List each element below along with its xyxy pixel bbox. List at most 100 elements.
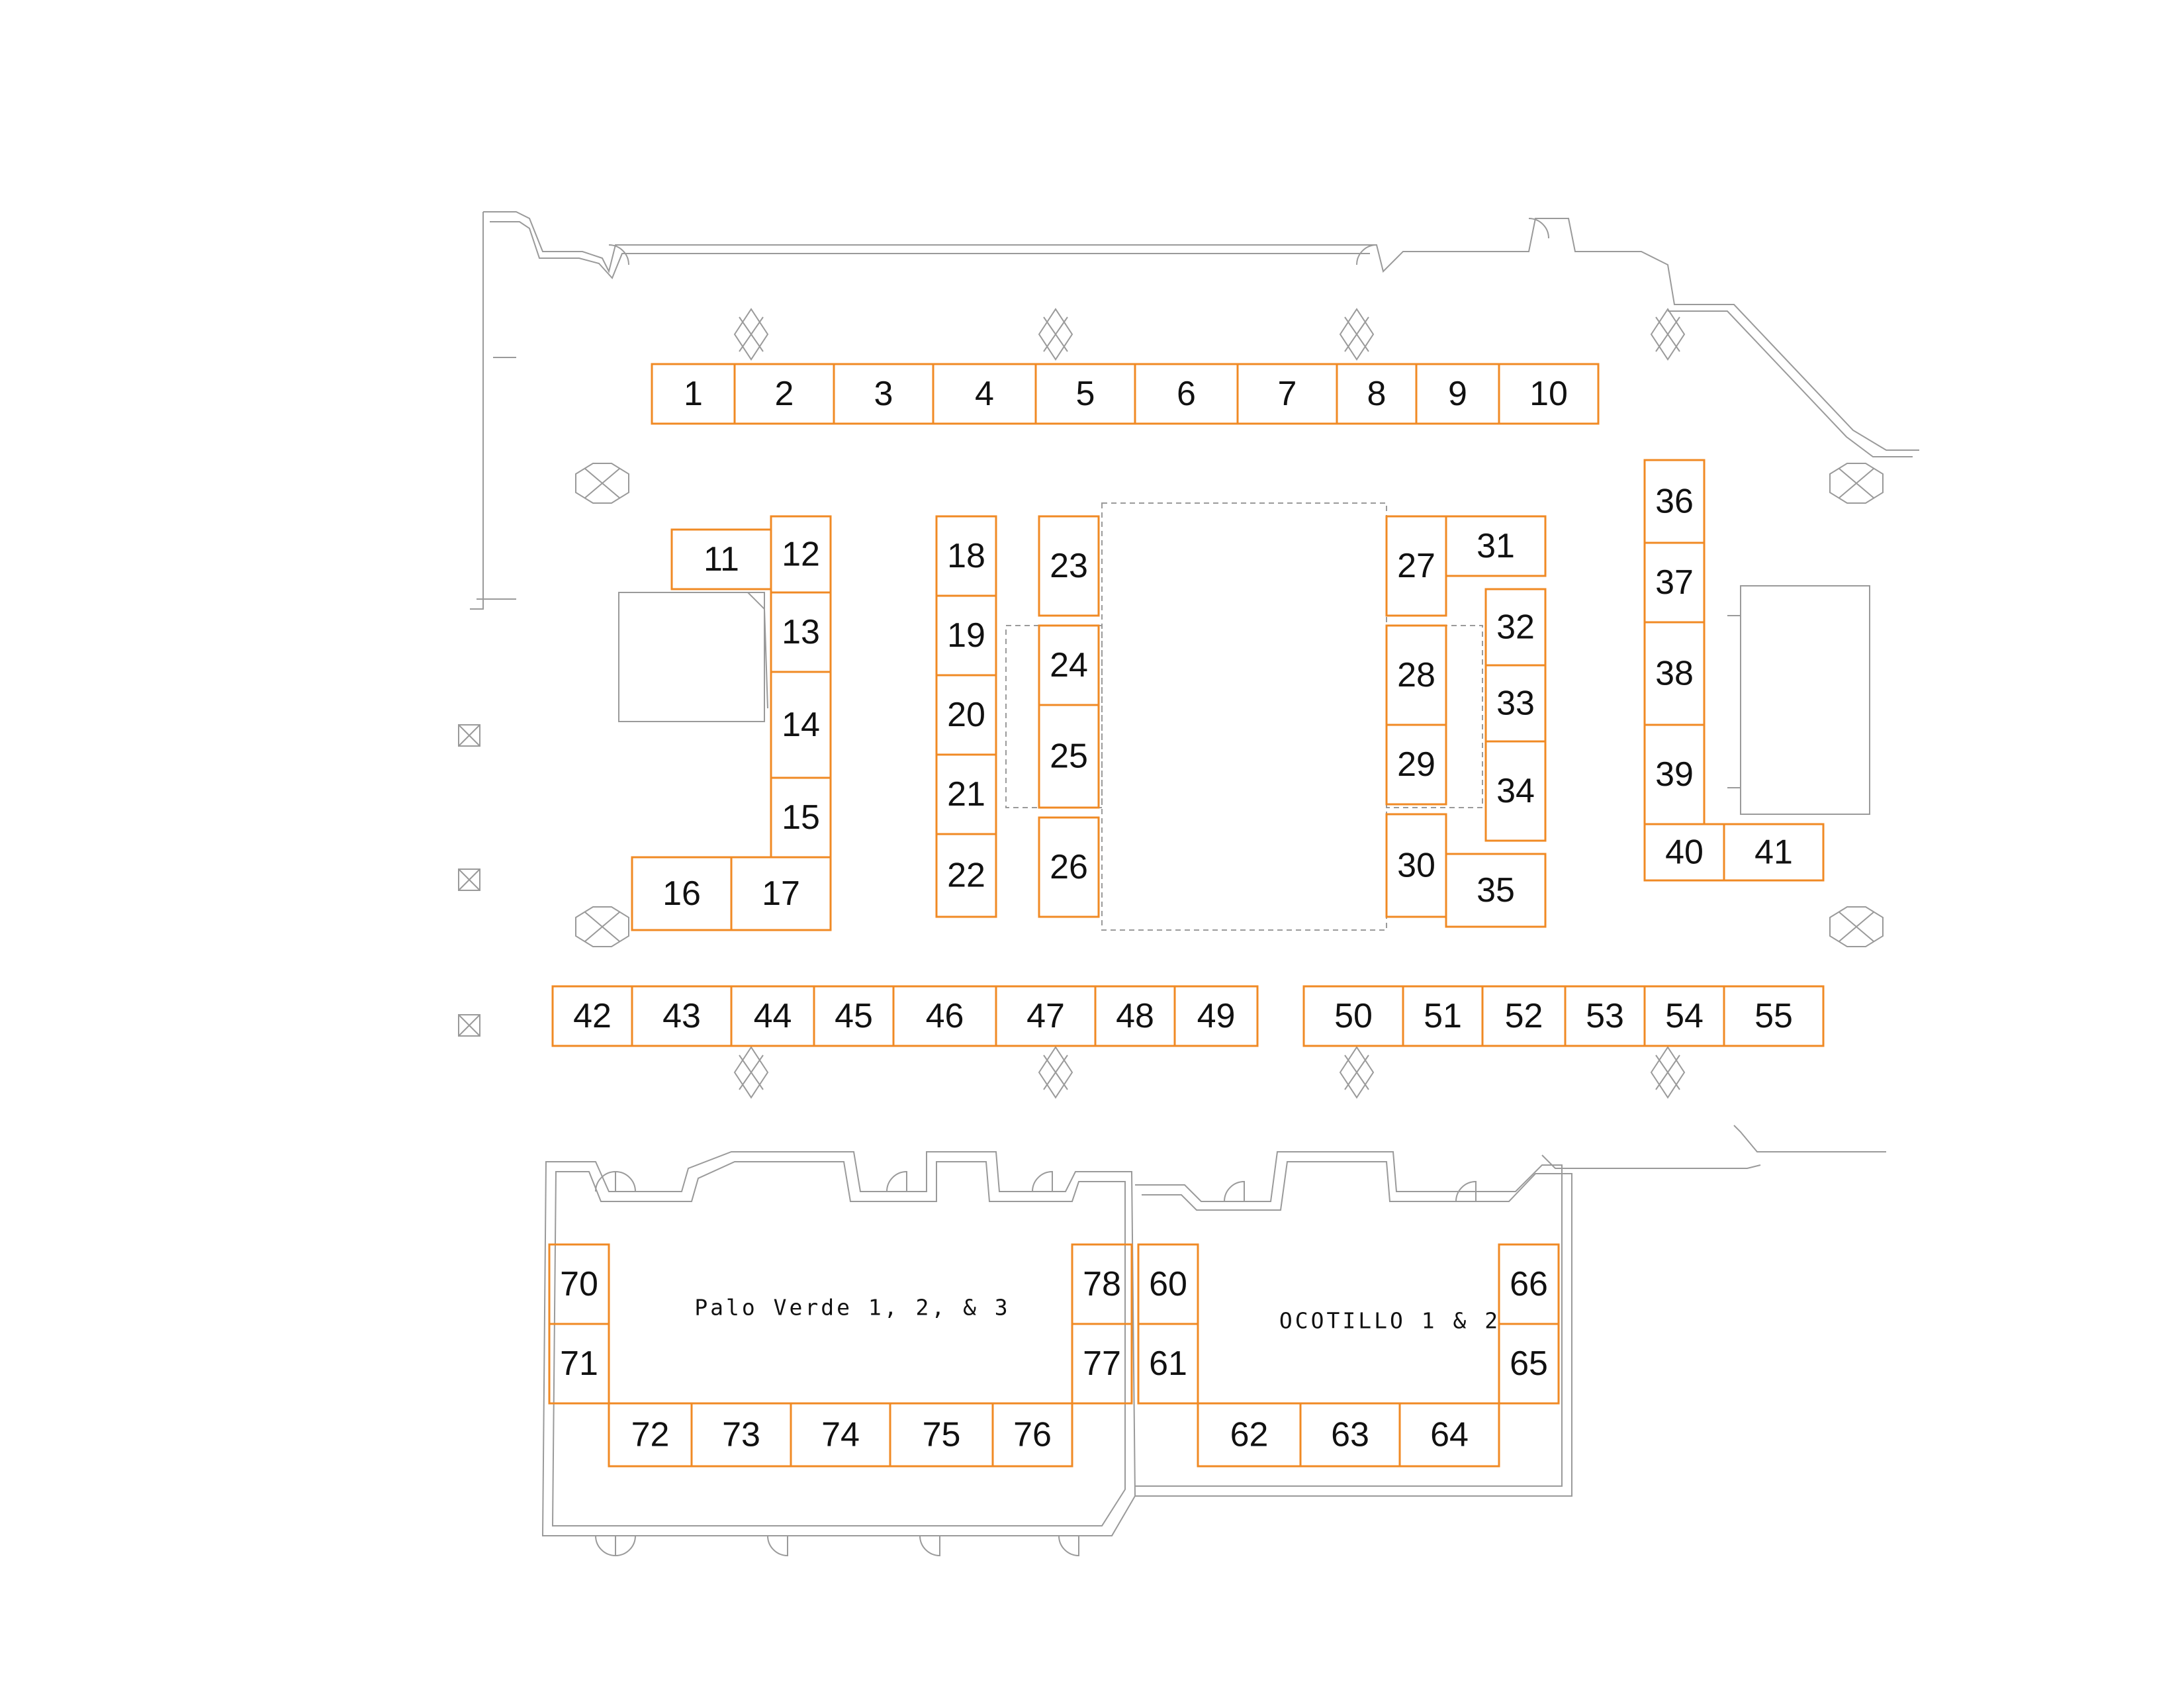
- booth-39[interactable]: 39: [1643, 724, 1706, 825]
- booth-41[interactable]: 41: [1723, 823, 1825, 882]
- booth-34[interactable]: 34: [1484, 740, 1547, 842]
- booth-4[interactable]: 4: [932, 363, 1037, 425]
- booth-number: 33: [1496, 684, 1535, 723]
- booth-64[interactable]: 64: [1398, 1402, 1500, 1468]
- booth-2[interactable]: 2: [733, 363, 835, 425]
- booth-32[interactable]: 32: [1484, 588, 1547, 667]
- booth-66[interactable]: 66: [1498, 1243, 1560, 1325]
- booth-17[interactable]: 17: [730, 856, 832, 931]
- booth-29[interactable]: 29: [1385, 724, 1447, 806]
- booth-36[interactable]: 36: [1643, 459, 1706, 544]
- booth-outline: [1498, 1243, 1560, 1325]
- booth-outline: [1398, 1402, 1500, 1468]
- booth-18[interactable]: 18: [935, 515, 997, 597]
- booth-63[interactable]: 63: [1299, 1402, 1401, 1468]
- column-icon: [1038, 308, 1073, 361]
- booth-22[interactable]: 22: [935, 833, 997, 918]
- booth-75[interactable]: 75: [889, 1402, 994, 1468]
- booth-number: 28: [1397, 656, 1435, 694]
- booth-number: 14: [782, 706, 820, 744]
- booth-55[interactable]: 55: [1723, 985, 1825, 1047]
- booth-23[interactable]: 23: [1038, 515, 1100, 617]
- booth-51[interactable]: 51: [1402, 985, 1484, 1047]
- booth-13[interactable]: 13: [770, 591, 832, 673]
- column-icon: [1829, 906, 1884, 947]
- booth-number: 49: [1197, 997, 1236, 1035]
- booth-number: 64: [1430, 1416, 1469, 1454]
- booth-38[interactable]: 38: [1643, 621, 1706, 726]
- booth-6[interactable]: 6: [1134, 363, 1239, 425]
- booth-26[interactable]: 26: [1038, 816, 1100, 918]
- booth-46[interactable]: 46: [892, 985, 997, 1047]
- booth-45[interactable]: 45: [813, 985, 895, 1047]
- column-icon: [1829, 463, 1884, 504]
- booth-number: 16: [662, 874, 701, 913]
- booth-9[interactable]: 9: [1415, 363, 1500, 425]
- booth-number: 55: [1754, 997, 1793, 1035]
- booth-number: 37: [1655, 563, 1694, 602]
- booth-25[interactable]: 25: [1038, 704, 1100, 809]
- booth-52[interactable]: 52: [1481, 985, 1567, 1047]
- booth-62[interactable]: 62: [1197, 1402, 1302, 1468]
- booth-15[interactable]: 15: [770, 776, 832, 859]
- booth-27[interactable]: 27: [1385, 515, 1447, 617]
- booth-19[interactable]: 19: [935, 594, 997, 677]
- booth-70[interactable]: 70: [548, 1243, 610, 1325]
- booth-43[interactable]: 43: [631, 985, 733, 1047]
- booth-11[interactable]: 11: [670, 528, 772, 590]
- booth-40[interactable]: 40: [1643, 823, 1725, 882]
- booth-21[interactable]: 21: [935, 753, 997, 835]
- booth-28[interactable]: 28: [1385, 624, 1447, 726]
- booth-60[interactable]: 60: [1137, 1243, 1199, 1325]
- booth-number: 13: [782, 613, 820, 651]
- booth-37[interactable]: 37: [1643, 541, 1706, 624]
- booth-12[interactable]: 12: [770, 515, 832, 594]
- booth-7[interactable]: 7: [1236, 363, 1338, 425]
- booth-outline: [1038, 816, 1100, 918]
- booth-54[interactable]: 54: [1643, 985, 1725, 1047]
- booth-65[interactable]: 65: [1498, 1323, 1560, 1405]
- booth-76[interactable]: 76: [991, 1402, 1073, 1468]
- booth-47[interactable]: 47: [995, 985, 1097, 1047]
- booth-number: 42: [573, 997, 612, 1035]
- booth-1[interactable]: 1: [651, 363, 736, 425]
- booth-72[interactable]: 72: [608, 1402, 693, 1468]
- column-icon: [733, 1046, 769, 1099]
- booth-49[interactable]: 49: [1173, 985, 1259, 1047]
- booth-number: 6: [1177, 375, 1196, 413]
- booth-71[interactable]: 71: [548, 1323, 610, 1405]
- booth-33[interactable]: 33: [1484, 664, 1547, 743]
- booth-5[interactable]: 5: [1034, 363, 1136, 425]
- booth-number: 2: [775, 375, 794, 413]
- booth-44[interactable]: 44: [730, 985, 815, 1047]
- booth-8[interactable]: 8: [1336, 363, 1418, 425]
- booth-77[interactable]: 77: [1071, 1323, 1133, 1405]
- booth-10[interactable]: 10: [1498, 363, 1600, 425]
- booth-31[interactable]: 31: [1445, 515, 1547, 577]
- booth-number: 1: [684, 375, 703, 413]
- booth-20[interactable]: 20: [935, 674, 997, 756]
- booth-16[interactable]: 16: [631, 856, 733, 931]
- booth-number: 40: [1665, 833, 1704, 872]
- booth-78[interactable]: 78: [1071, 1243, 1133, 1325]
- booth-74[interactable]: 74: [790, 1402, 891, 1468]
- booth-24[interactable]: 24: [1038, 624, 1100, 706]
- booth-48[interactable]: 48: [1094, 985, 1176, 1047]
- booth-73[interactable]: 73: [690, 1402, 792, 1468]
- booth-14[interactable]: 14: [770, 671, 832, 779]
- booth-53[interactable]: 53: [1564, 985, 1646, 1047]
- booth-61[interactable]: 61: [1137, 1323, 1199, 1405]
- booth-number: 74: [821, 1416, 860, 1454]
- booth-3[interactable]: 3: [833, 363, 934, 425]
- booth-outline: [1071, 1243, 1133, 1325]
- booth-30[interactable]: 30: [1385, 813, 1447, 918]
- booth-number: 4: [975, 375, 994, 413]
- booth-number: 20: [947, 696, 985, 734]
- column-icon: [575, 463, 629, 504]
- booth-number: 41: [1754, 833, 1793, 872]
- booth-35[interactable]: 35: [1445, 853, 1547, 928]
- booth-outline: [1498, 363, 1600, 425]
- booth-50[interactable]: 50: [1302, 985, 1404, 1047]
- booth-42[interactable]: 42: [551, 985, 633, 1047]
